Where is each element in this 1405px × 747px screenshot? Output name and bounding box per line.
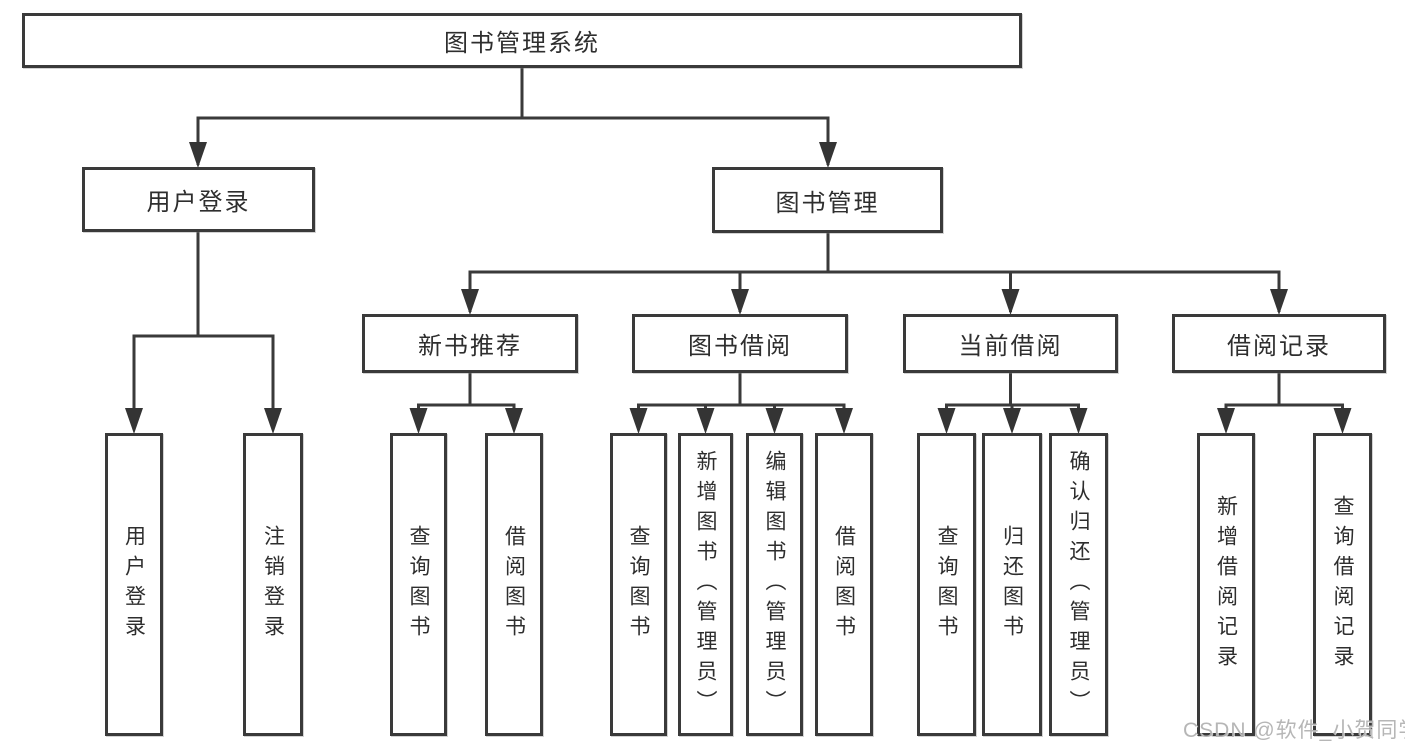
arrowheads (125, 142, 1352, 434)
node-root: 图书管理系统 (22, 13, 1022, 68)
leaf-return-books: 归还图书 (982, 433, 1042, 736)
leaf-confirm-return-admin: 确认归还（管理员） (1049, 433, 1108, 736)
leaf-borrow-books-recommend: 借阅图书 (485, 433, 543, 736)
node-book-borrow: 图书借阅 (632, 314, 848, 373)
leaf-user-login: 用户登录 (105, 433, 163, 736)
watermark: CSDN @软件_小贺同学 (1183, 719, 1405, 742)
leaf-query-borrow-record: 查询借阅记录 (1313, 433, 1372, 736)
leaf-query-books-borrow: 查询图书 (610, 433, 667, 736)
node-borrow-records: 借阅记录 (1172, 314, 1386, 373)
connector-paths (132, 68, 1344, 430)
leaf-logout: 注销登录 (243, 433, 303, 736)
leaf-borrow-books: 借阅图书 (815, 433, 873, 736)
node-user-login: 用户登录 (82, 167, 315, 232)
leaf-add-book-admin: 新增图书（管理员） (678, 433, 733, 736)
leaf-query-books-recommend: 查询图书 (390, 433, 447, 736)
leaf-edit-book-admin: 编辑图书（管理员） (746, 433, 803, 736)
node-current-borrow: 当前借阅 (903, 314, 1118, 373)
node-new-book-recommend: 新书推荐 (362, 314, 578, 373)
leaf-add-borrow-record: 新增借阅记录 (1197, 433, 1255, 736)
node-book-mgmt: 图书管理 (712, 167, 943, 233)
leaf-query-books-current: 查询图书 (917, 433, 976, 736)
